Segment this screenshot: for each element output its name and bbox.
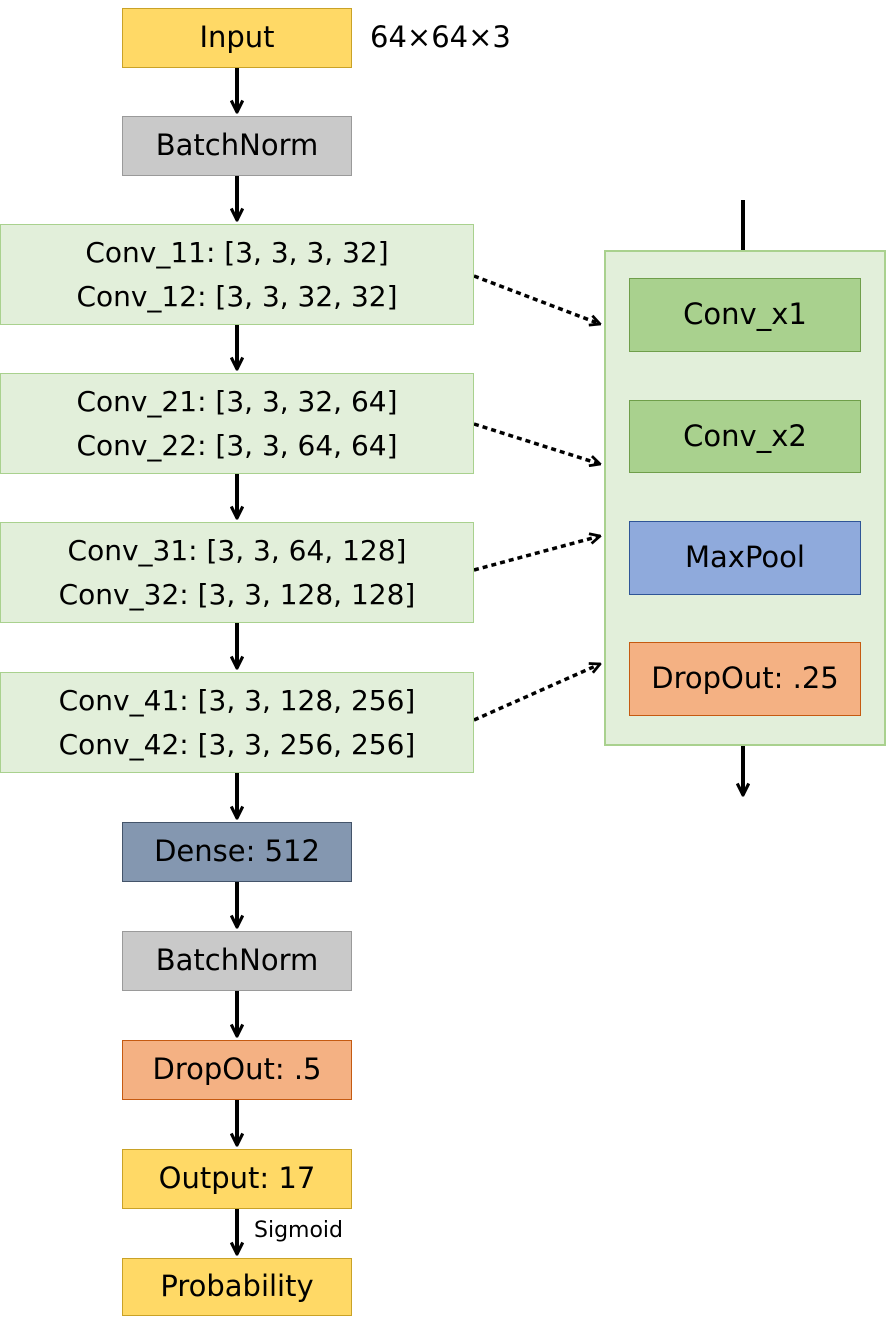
output-node: Output: 17 [122, 1149, 352, 1209]
conv-block-4-line-2: Conv_42: [3, 3, 256, 256] [58, 727, 416, 761]
conv-block-3-line-2: Conv_32: [3, 3, 128, 128] [58, 577, 416, 611]
input-node: Input [122, 8, 352, 68]
maxpool-node: MaxPool [629, 521, 861, 595]
dense-node: Dense: 512 [122, 822, 352, 882]
batchnorm-node-1: BatchNorm [122, 116, 352, 176]
conv-block-1-line-2: Conv_12: [3, 3, 32, 32] [76, 279, 398, 313]
conv-block-4-line-1: Conv_41: [3, 3, 128, 256] [58, 684, 416, 718]
maxpool-label: MaxPool [685, 540, 805, 575]
conv-x2-node: Conv_x2 [629, 400, 861, 473]
output-label: Output: 17 [158, 1161, 316, 1196]
conv-block-2-line-2: Conv_22: [3, 3, 64, 64] [76, 428, 398, 462]
conv-block-2: Conv_21: [3, 3, 32, 64] Conv_22: [3, 3, … [0, 373, 474, 474]
dense-label: Dense: 512 [154, 834, 320, 869]
conv-x1-node: Conv_x1 [629, 278, 861, 352]
dotted-arrow-conv1-detail [473, 274, 600, 324]
conv-block-3: Conv_31: [3, 3, 64, 128] Conv_32: [3, 3,… [0, 522, 474, 623]
conv-block-2-line-1: Conv_21: [3, 3, 32, 64] [76, 385, 398, 419]
batchnorm-node-2: BatchNorm [122, 931, 352, 991]
conv-x1-label: Conv_x1 [683, 297, 807, 332]
conv-x2-label: Conv_x2 [683, 418, 807, 453]
batchnorm-label-2: BatchNorm [155, 943, 319, 978]
sigmoid-label: Sigmoid [254, 1218, 344, 1243]
conv-block-4: Conv_41: [3, 3, 128, 256] Conv_42: [3, 3… [0, 672, 474, 773]
block-dropout-node: DropOut: .25 [629, 642, 861, 716]
dropout-label: DropOut: .5 [152, 1052, 322, 1087]
batchnorm-label-1: BatchNorm [155, 128, 319, 163]
dotted-arrow-conv2-detail [473, 422, 600, 464]
probability-label: Probability [160, 1269, 314, 1304]
input-label: Input [199, 20, 275, 55]
conv-block-1: Conv_11: [3, 3, 3, 32] Conv_12: [3, 3, 3… [0, 224, 474, 325]
conv-block-3-line-1: Conv_31: [3, 3, 64, 128] [67, 534, 407, 568]
dotted-arrow-conv3-detail [473, 536, 600, 572]
probability-node: Probability [122, 1258, 352, 1316]
conv-block-1-line-1: Conv_11: [3, 3, 3, 32] [85, 236, 389, 270]
dropout-node: DropOut: .5 [122, 1040, 352, 1100]
block-dropout-label: DropOut: .25 [651, 661, 839, 696]
input-size-label: 64×64×3 [370, 20, 511, 54]
dotted-arrow-conv4-detail [473, 664, 600, 722]
